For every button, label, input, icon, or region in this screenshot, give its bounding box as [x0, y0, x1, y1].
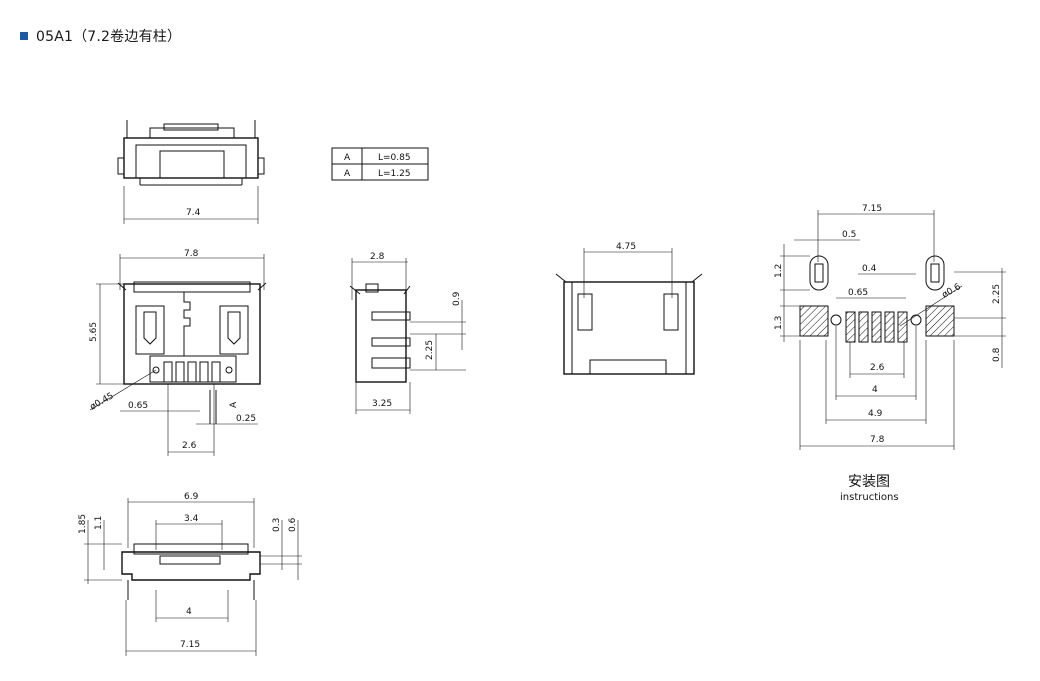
dim-bottom-width: 6.9 [184, 492, 199, 502]
side-view: 2.8 0.9 2.25 3.25 [349, 252, 466, 414]
square-bullet-icon [20, 32, 28, 40]
dim-fp-pitch: 0.65 [848, 288, 868, 298]
bottom-view: 6.9 3.4 1.85 1.1 0.3 0.6 4 7.15 [78, 492, 302, 656]
dim-side-depth: 3.25 [372, 399, 392, 409]
caption-sub: instructions [840, 492, 899, 503]
dim-fp-span: 7.15 [862, 204, 882, 214]
dim-bottom-inner: 3.4 [184, 514, 199, 524]
dim-fp-right-h: 2.25 [992, 284, 1002, 304]
table-row-2-value: L=1.25 [378, 169, 411, 179]
front-marker-a: A [229, 401, 239, 408]
dim-fp-pad-h: 1.3 [774, 316, 784, 330]
dim-bottom-base: 7.15 [180, 640, 200, 650]
dim-bottom-h1: 1.85 [78, 514, 88, 534]
dim-side-h2: 2.25 [425, 340, 435, 360]
table-row-1-code: A [344, 153, 351, 163]
dim-side-width: 2.8 [370, 252, 385, 262]
dim-fp-right-l: 0.8 [992, 347, 1002, 362]
dim-front-span: 2.6 [182, 441, 197, 451]
dim-front-height: 5.65 [89, 322, 99, 342]
footprint-view: 7.15 0.5 1.2 0.4 0.65 ø0.6 1.3 2.25 [774, 204, 1006, 503]
dim-fp-gap: 0.4 [862, 264, 877, 274]
dim-bottom-h4: 0.6 [288, 517, 298, 532]
dim-fp-slot-h: 1.2 [774, 264, 784, 278]
rear-view: 4.75 [555, 242, 703, 375]
dim-fp-w4: 7.8 [870, 435, 885, 445]
spec-table: A L=0.85 A L=1.25 [331, 147, 429, 181]
dim-front-width: 7.8 [184, 249, 199, 259]
dim-side-h1: 0.9 [452, 291, 462, 306]
dim-top-width: 7.4 [186, 208, 201, 218]
dim-fp-w3: 4.9 [868, 409, 883, 419]
dim-fp-slot-w: 0.5 [842, 230, 856, 240]
dim-front-hole: ø0.45 [89, 391, 116, 412]
dim-fp-hole: ø0.6 [941, 282, 963, 301]
dim-bottom-pin-span: 4 [186, 607, 192, 617]
table-row-2-code: A [344, 169, 351, 179]
dim-fp-w2: 4 [872, 385, 878, 395]
header: 05A1（7.2卷边有柱） [20, 26, 181, 46]
dim-bottom-h3: 0.3 [272, 518, 282, 532]
page-title: 05A1（7.2卷边有柱） [36, 29, 182, 45]
front-view: 7.8 5.65 ø0.45 0.65 2.6 0.25 A [89, 249, 267, 456]
dim-front-lead: 0.25 [236, 414, 256, 424]
table-row-1-value: L=0.85 [378, 153, 411, 163]
top-view: 7.4 [117, 120, 265, 224]
dim-rear-width: 4.75 [616, 242, 636, 252]
caption-main: 安装图 [848, 474, 890, 490]
dim-front-pitch: 0.65 [128, 401, 148, 411]
dim-fp-w1: 2.6 [870, 363, 885, 373]
dim-bottom-h2: 1.1 [94, 516, 104, 530]
